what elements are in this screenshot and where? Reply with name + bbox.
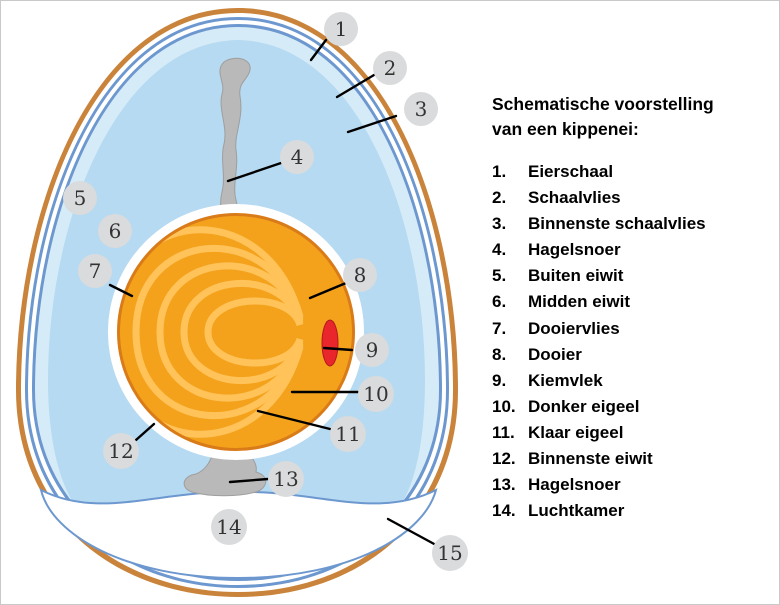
legend-item-number: 5. xyxy=(492,266,507,286)
legend-title-line-2: van een kippenei: xyxy=(492,119,639,139)
svg-text:8: 8 xyxy=(354,263,367,287)
svg-text:13: 13 xyxy=(273,467,298,491)
legend-item-number: 6. xyxy=(492,292,507,312)
callout-4: 4 xyxy=(280,140,314,174)
legend-item: 7. Dooiervlies xyxy=(492,316,714,342)
legend-item-label: Binnenste schaalvlies xyxy=(528,214,706,234)
leader-line-8 xyxy=(308,281,348,300)
legend-item-label: Schaalvlies xyxy=(528,188,621,208)
legend-item-number: 2. xyxy=(492,188,507,208)
chalaza-bottom xyxy=(183,447,267,497)
yolk-rings xyxy=(120,226,304,438)
legend-item-number: 14. xyxy=(492,501,516,521)
legend-item-number: 9. xyxy=(492,370,507,390)
callout-7: 7 xyxy=(78,254,112,288)
leader-line-4 xyxy=(226,161,283,183)
legend-item: 13. Hagelsnoer xyxy=(492,472,714,498)
legend-item: 6. Midden eiwit xyxy=(492,289,714,315)
legend-item: 1. Eierschaal xyxy=(492,159,714,185)
callout-14: 14 xyxy=(211,509,247,545)
legend-item-label: Eierschaal xyxy=(528,162,614,181)
leader-lines xyxy=(108,38,438,547)
legend-item: 3. Binnenste schaalvlies xyxy=(492,211,714,237)
leader-line-7 xyxy=(108,283,134,298)
leader-line-15 xyxy=(386,517,438,547)
legend-item: 14. Luchtkamer xyxy=(492,498,714,524)
callout-1: 1 xyxy=(324,12,358,46)
svg-text:7: 7 xyxy=(89,259,102,283)
legend-item: 10. Donker eigeel xyxy=(492,394,714,420)
legend-item-number: 4. xyxy=(492,240,507,260)
callout-9: 9 xyxy=(355,333,389,367)
legend-item-number: 13. xyxy=(492,475,516,495)
svg-text:10: 10 xyxy=(363,382,388,406)
legend-item: 11. Klaar eigeel xyxy=(492,420,714,446)
callout-2: 2 xyxy=(373,51,407,85)
leader-line-1 xyxy=(309,38,328,62)
legend-item-number: 8. xyxy=(492,344,507,364)
svg-text:11: 11 xyxy=(335,422,360,446)
svg-text:14: 14 xyxy=(216,515,241,539)
legend-item-label: Hagelsnoer xyxy=(528,475,621,495)
legend-item: 12. Binnenste eiwit xyxy=(492,446,714,472)
leader-line-13 xyxy=(228,477,270,484)
legend-item-label: Kiemvlek xyxy=(528,370,603,390)
callout-15: 15 xyxy=(432,535,468,571)
svg-text:12: 12 xyxy=(108,439,133,463)
legend-item-number: 3. xyxy=(492,214,507,234)
legend-item-label: Midden eiwit xyxy=(528,292,630,312)
callout-8: 8 xyxy=(343,258,377,292)
legend-item-number: 10. xyxy=(492,396,516,416)
leader-line-2 xyxy=(335,73,376,99)
legend-item-label: Hagelsnoer xyxy=(528,240,621,260)
legend-item-number: 7. xyxy=(492,318,507,338)
legend-item-label: Klaar eigeel xyxy=(528,422,624,442)
legend-item-label: Donker eigeel xyxy=(528,396,640,416)
callout-12: 12 xyxy=(103,433,139,469)
legend-item-number: 12. xyxy=(492,449,516,469)
legend-item-label: Binnenste eiwit xyxy=(528,449,653,469)
legend-item: 2. Schaalvlies xyxy=(492,185,714,211)
legend-title-line-1: Schematische voorstelling xyxy=(492,94,714,114)
legend: Schematische voorstelling van een kippen… xyxy=(492,92,714,524)
callout-3: 3 xyxy=(404,92,438,126)
yolk xyxy=(120,216,352,448)
legend-item: 5. Buiten eiwit xyxy=(492,263,714,289)
legend-item-label: Luchtkamer xyxy=(528,501,625,521)
svg-text:9: 9 xyxy=(366,338,379,362)
legend-item-label: Buiten eiwit xyxy=(528,266,624,286)
leader-line-9 xyxy=(322,346,354,352)
leader-line-3 xyxy=(346,114,398,134)
callout-11: 11 xyxy=(330,416,366,452)
legend-item: 8. Dooier xyxy=(492,342,714,368)
legend-item: 9. Kiemvlek xyxy=(492,368,714,394)
callout-5: 5 xyxy=(63,181,97,215)
legend-item-number: 11. xyxy=(492,422,515,442)
svg-text:6: 6 xyxy=(109,219,122,243)
svg-text:3: 3 xyxy=(415,97,428,121)
legend-item-number: 1. xyxy=(492,162,507,181)
legend-title: Schematische voorstelling van een kippen… xyxy=(492,92,714,142)
svg-text:1: 1 xyxy=(335,17,348,41)
leader-line-12 xyxy=(134,422,156,442)
legend-list: 1. Eierschaal 2. Schaalvlies 3. Binnenste s… xyxy=(492,159,714,524)
legend-item-label: Dooiervlies xyxy=(528,318,620,338)
callout-6: 6 xyxy=(98,214,132,248)
legend-item: 4. Hagelsnoer xyxy=(492,237,714,263)
callout-13: 13 xyxy=(268,461,304,497)
svg-text:2: 2 xyxy=(384,56,397,80)
svg-text:5: 5 xyxy=(74,186,87,210)
callout-10: 10 xyxy=(358,376,394,412)
germinal-disc xyxy=(321,319,339,367)
svg-text:15: 15 xyxy=(437,541,462,565)
leader-line-11 xyxy=(256,409,332,431)
legend-item-label: Dooier xyxy=(528,344,582,364)
svg-text:4: 4 xyxy=(291,145,304,169)
